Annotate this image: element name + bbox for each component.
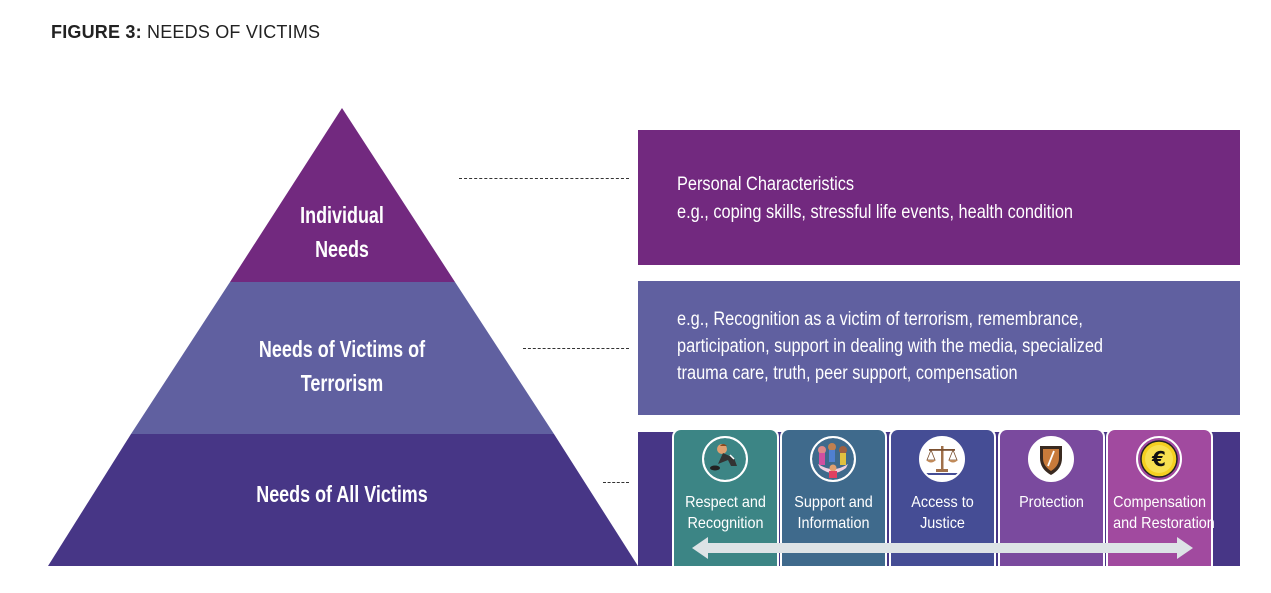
scales-of-justice-icon [919,436,965,482]
card-support-information: Support and Information [780,428,887,566]
card-label-line2: Justice [920,515,965,532]
terrorism-needs-box: e.g., Recognition as a victim of terrori… [638,281,1240,415]
svg-text:€: € [1151,447,1166,471]
euro-coin-icon: € [1136,436,1182,482]
card-access-justice: Access to Justice [889,428,996,566]
terrorism-examples-line2: participation, support in dealing with t… [677,336,1104,357]
connector-all-victims [603,482,629,483]
pyramid-label-individual: Individual Needs [300,202,384,262]
card-respect-recognition: Respect and Recognition [672,428,779,566]
figure-title: FIGURE 3: NEEDS OF VICTIMS [51,22,320,43]
card-protection: Protection [998,428,1105,566]
pyramid-level-all-victims [48,434,638,566]
pyramid-level-terrorism [131,282,554,434]
figure-caption: NEEDS OF VICTIMS [141,22,321,42]
card-label-line1: Compensation [1113,494,1207,511]
card-label-line2: and Restoration [1113,515,1215,532]
individual-heading: Personal Characteristics [677,174,855,195]
figure-number: FIGURE 3: [51,22,142,42]
pyramid-label-all-victims: Needs of All Victims [256,481,428,507]
terrorism-examples-line3: trauma care, truth, peer support, compen… [677,363,1018,384]
needs-pyramid [48,108,638,566]
bowing-person-icon [702,436,748,482]
individual-examples: e.g., coping skills, stressful life even… [677,202,1074,223]
card-compensation-restoration: € Compensation and Restoration [1106,428,1215,566]
pyramid-level-individual [230,108,455,282]
individual-needs-box: Personal Characteristics e.g., coping sk… [638,130,1240,265]
card-label-line1: Support and [794,494,873,511]
card-label-line1: Protection [1019,494,1084,511]
pyramid-label-terrorism: Needs of Victims of Terrorism [258,336,426,396]
connector-individual [459,178,629,179]
terrorism-examples-line1: e.g., Recognition as a victim of terrori… [677,309,1083,330]
card-label-line1: Access to [911,494,974,511]
shield-icon [1028,436,1074,482]
card-label-line2: Recognition [687,515,764,532]
group-hug-icon [810,436,856,482]
card-label-line2: Information [797,515,870,532]
connector-terrorism [523,348,629,349]
card-label-line1: Respect and [685,494,766,511]
